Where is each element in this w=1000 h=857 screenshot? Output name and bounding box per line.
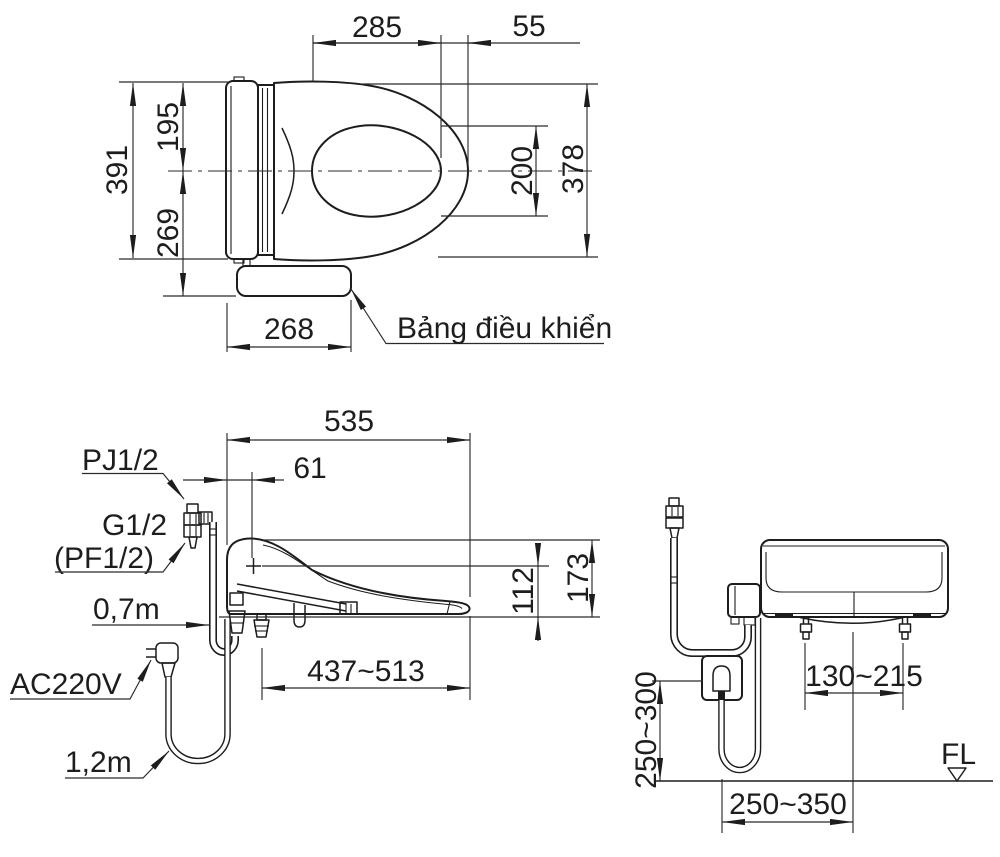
control-panel (236, 265, 352, 297)
cord-leader (65, 750, 170, 779)
dim-group-left: 391 195 269 (101, 81, 236, 297)
side-unit (727, 583, 761, 618)
dim-61-label: 61 (293, 452, 326, 485)
dim-55-label: 55 (512, 10, 545, 43)
hinge-plate (257, 84, 275, 256)
rear-power-cord (718, 618, 762, 774)
power-cord (165, 619, 231, 765)
dim-group-535-61: 535 61 (183, 405, 471, 700)
top-view: 285 55 391 195 269 200 378 (101, 10, 612, 352)
dim-250-350-label: 250~350 (729, 788, 847, 821)
dim-268-label: 268 (264, 313, 314, 346)
label-g12: G1/2 (102, 509, 167, 542)
water-inlet-fittings (228, 592, 270, 638)
seat-profile (226, 537, 471, 615)
wall-outlet (701, 655, 743, 701)
dim-group-panel: 268 Bảng điều khiển (226, 288, 612, 352)
label-pj12: PJ1/2 (82, 444, 159, 477)
side-view: 535 61 112 173 437~513 PJ1/2 G (10, 405, 600, 779)
mounting-bolt-right (898, 618, 912, 640)
dim-173-label: 173 (562, 553, 595, 603)
dim-group-outlet-offset: 250~350 (721, 632, 854, 833)
dim-group-bolt-spacing: 130~215 (804, 643, 923, 710)
dim-group-285-55: 285 55 (312, 10, 580, 164)
top-view-seat-outline (168, 76, 596, 297)
rear-view-seat (727, 539, 949, 640)
floor-level-label: FL (941, 738, 976, 771)
floor-level-marker: FL (941, 738, 976, 782)
dim-285-label: 285 (352, 11, 402, 44)
rear-view: FL 250~300 130~215 250~350 (630, 497, 993, 833)
label-power: AC220V (10, 668, 122, 701)
control-panel-leader (350, 288, 604, 345)
supply-valve (183, 503, 213, 549)
dim-250-300-label: 250~300 (630, 671, 663, 789)
dim-112-label: 112 (507, 567, 540, 615)
dim-195-label: 195 (152, 102, 185, 152)
dim-378-label: 378 (557, 144, 590, 194)
dim-group-437: 437~513 (261, 648, 470, 700)
dim-437-513-label: 437~513 (307, 655, 425, 688)
power-plug (146, 642, 179, 678)
nozzle-center-mark (246, 558, 261, 574)
dim-535-label: 535 (324, 405, 374, 438)
dim-391-label: 391 (101, 145, 134, 195)
dim-group-outlet-height: 250~300 (630, 671, 703, 789)
control-panel-callout: Bảng điều khiển (397, 312, 612, 345)
dim-200-label: 200 (506, 146, 539, 196)
power-leader (10, 659, 152, 700)
water-hose (209, 522, 239, 656)
label-cord-length: 1,2m (65, 746, 132, 779)
dim-130-215-label: 130~215 (805, 660, 923, 693)
rear-water-hose (670, 538, 752, 657)
mounting-bolt-left (799, 618, 813, 640)
dim-269-label: 269 (152, 208, 185, 258)
mounting-plate (236, 583, 358, 628)
g12-leader (55, 542, 186, 573)
label-pf12: (PF1/2) (54, 542, 154, 575)
side-view-seat (226, 537, 471, 638)
floor-level-triangle-icon (947, 767, 967, 782)
rear-supply-valve (665, 497, 684, 539)
pj12-leader (82, 472, 185, 500)
dim-group-heights: 112 173 (219, 539, 600, 641)
label-group-connections: PJ1/2 G1/2 (PF1/2) 0,7m AC220V 1,2m (10, 444, 209, 779)
dim-group-right: 200 378 (362, 83, 598, 258)
plug-icon (712, 665, 731, 692)
label-hose-length: 0,7m (93, 593, 160, 626)
